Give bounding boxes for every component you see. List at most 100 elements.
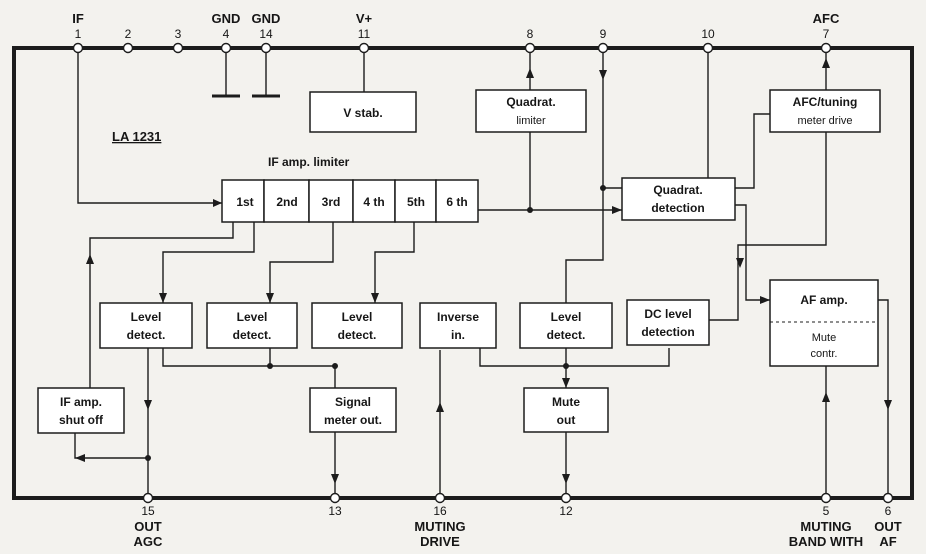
pin-13 [329, 492, 341, 504]
stage-3rd [308, 179, 354, 223]
inverse-label: in. [451, 328, 465, 342]
level-detect-label: Level [237, 310, 268, 324]
junctions [145, 185, 606, 461]
if-shutoff-label: shut off [59, 413, 104, 427]
junction-dot [145, 455, 151, 461]
arrow-head [159, 293, 167, 303]
junction-dot [332, 363, 338, 369]
stage-label: 1st [236, 195, 253, 209]
arrow-head [884, 400, 892, 410]
pin-label: MUTING [414, 519, 465, 534]
inverse-block [419, 302, 497, 349]
stage-4th [352, 179, 396, 223]
wire-qd-afc [735, 113, 770, 189]
stage-label: 3rd [322, 195, 341, 209]
wire-shutoff-loop [74, 433, 148, 459]
signal-meter-block [309, 387, 397, 433]
arrow-head [562, 378, 570, 388]
quad-detection-block [621, 177, 736, 221]
af-amp-block [769, 279, 879, 367]
wire-1st-shutoff [89, 222, 234, 388]
level-detect-label: Level [131, 310, 162, 324]
wire-2nd-level1 [162, 222, 255, 303]
level-detect-4-block [519, 302, 613, 349]
level-detect-label: detect. [547, 328, 586, 342]
stage-label: 5th [407, 195, 425, 209]
arrow-head [822, 392, 830, 402]
pin-label: AF [879, 534, 896, 549]
arrow-head [371, 293, 379, 303]
quad-detection-label: detection [651, 201, 704, 215]
quad-limiter-block [475, 89, 587, 133]
pin-10 [702, 42, 714, 54]
stage-label: 6 th [446, 195, 467, 209]
pin-11 [358, 42, 370, 54]
pin-number: 7 [823, 27, 830, 41]
arrow-head [562, 474, 570, 484]
signal-meter-label: meter out. [324, 413, 382, 427]
mute-contr-label: Mute [812, 332, 836, 344]
vstab-block [309, 91, 417, 133]
level-detect-label: Level [342, 310, 373, 324]
pin-number: 2 [125, 27, 132, 41]
pin-label: AGC [134, 534, 164, 549]
pin-label: AFC [813, 11, 840, 26]
if-shutoff-block [37, 387, 125, 434]
if-shutoff-label: IF amp. [60, 395, 102, 409]
pin-label: BAND WITH [789, 534, 863, 549]
mute-out-block [523, 387, 609, 433]
wire-5th-level3 [374, 222, 415, 303]
stage-label: 4 th [363, 195, 384, 209]
pin-15 [142, 492, 154, 504]
if-limiter-stages: 1st 2nd 3rd 4 th 5th 6 th [221, 179, 479, 223]
pin-number: 3 [175, 27, 182, 41]
level-detect-label: Level [551, 310, 582, 324]
arrow-head [736, 258, 744, 268]
pin-12 [560, 492, 572, 504]
junction-dot [527, 207, 533, 213]
dc-level-block [626, 299, 710, 346]
pin-number: 10 [701, 27, 715, 41]
afc-drive-block [769, 89, 881, 133]
pin-label: DRIVE [420, 534, 460, 549]
arrow-head [760, 296, 770, 304]
wire-inverse-dc [479, 348, 670, 367]
pin-label: GND [212, 11, 241, 26]
pin-label: V+ [356, 11, 373, 26]
arrow-head [822, 58, 830, 68]
pin-14 [260, 42, 272, 54]
pin-label: OUT [874, 519, 902, 534]
level-detect-label: detect. [233, 328, 272, 342]
signal-meter-label: Signal [335, 395, 371, 409]
wire-qd-af [735, 204, 770, 301]
junction-dot [600, 185, 606, 191]
arrow-head [213, 199, 222, 207]
pin-number: 12 [559, 504, 573, 518]
stage-2nd [263, 179, 310, 223]
mute-out-label: out [557, 413, 576, 427]
wire-3rd-level2 [269, 222, 334, 303]
pin-number: 15 [141, 504, 155, 518]
afc-drive-label: AFC/tuning [793, 95, 858, 109]
arrow-head [86, 254, 94, 264]
ic-outline [12, 46, 914, 500]
arrow-head [266, 293, 274, 303]
level-detect-3-block [311, 302, 403, 349]
level-detect-2-block [206, 302, 298, 349]
pin-label: IF [72, 11, 84, 26]
mute-out-label: Mute [552, 395, 580, 409]
wire-level-sum [162, 348, 336, 388]
pin-6 [882, 492, 894, 504]
quad-detection-label: Quadrat. [653, 183, 702, 197]
pin-number: 8 [527, 27, 534, 41]
arrow-head [436, 402, 444, 412]
arrow-head [331, 474, 339, 484]
stage-5th [394, 179, 437, 223]
pin-5 [820, 492, 832, 504]
pin-number: 9 [600, 27, 607, 41]
pin-number: 11 [358, 27, 371, 41]
afc-drive-label: meter drive [797, 115, 852, 127]
junction-dot [267, 363, 273, 369]
pin-16 [434, 492, 446, 504]
